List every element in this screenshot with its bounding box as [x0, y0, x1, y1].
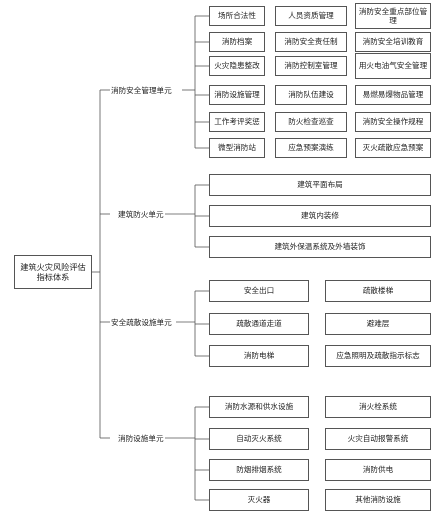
item-interior-decoration: 建筑内装修 [209, 205, 431, 227]
unit-label-facilities: 消防设施单元 [117, 433, 165, 444]
item-facility-management: 消防设施管理 [209, 85, 265, 105]
item-archives: 消防档案 [209, 32, 265, 52]
item-evacuation-stairs: 疏散楼梯 [325, 280, 431, 302]
item-fire-alarm: 火灾自动报警系统 [325, 428, 431, 450]
root-node: 建筑火灾风险评估指标体系 [14, 255, 92, 289]
unit-label-management: 消防安全管理单元 [110, 85, 173, 96]
item-exterior-insulation: 建筑外保温系统及外墙装饰 [209, 236, 431, 258]
unit-label-evacuation: 安全疏散设施单元 [110, 317, 173, 328]
item-fire-power: 消防供电 [325, 459, 431, 481]
item-inspection: 防火检查巡查 [275, 112, 347, 132]
item-training: 消防安全培训教育 [355, 32, 431, 52]
item-key-areas: 消防安全重点部位管理 [355, 3, 431, 29]
item-fire-elevator: 消防电梯 [209, 345, 309, 367]
item-personnel-qualification: 人员资质管理 [275, 6, 347, 26]
item-responsibility: 消防安全责任制 [275, 32, 347, 52]
item-extinguisher: 灭火器 [209, 489, 309, 511]
item-floor-layout: 建筑平面布局 [209, 174, 431, 196]
item-operation-procedure: 消防安全操作规程 [355, 112, 431, 132]
item-fire-electricity: 用火电油气安全管理 [355, 53, 431, 79]
item-water-supply: 消防水源和供水设施 [209, 396, 309, 418]
item-drill: 应急预案演练 [275, 138, 347, 158]
item-flammables: 易燃易爆物品管理 [355, 85, 431, 105]
item-evaluation: 工作考评奖惩 [209, 112, 265, 132]
item-auto-extinguishing: 自动灭火系统 [209, 428, 309, 450]
item-team-building: 消防队伍建设 [275, 85, 347, 105]
item-other-facilities: 其他消防设施 [325, 489, 431, 511]
item-control-room: 消防控制室管理 [275, 56, 347, 76]
unit-label-building-fire: 建筑防火单元 [117, 209, 165, 220]
item-smoke-control: 防烟排烟系统 [209, 459, 309, 481]
item-hydrant-system: 消火栓系统 [325, 396, 431, 418]
item-emergency-plan: 灭火疏散应急预案 [355, 138, 431, 158]
item-legality: 场所合法性 [209, 6, 265, 26]
item-micro-station: 微型消防站 [209, 138, 265, 158]
root-label: 建筑火灾风险评估指标体系 [20, 261, 86, 282]
item-emergency-lighting: 应急照明及疏散指示标志 [325, 345, 431, 367]
item-hazard-rectification: 火灾隐患整改 [209, 56, 265, 76]
item-safety-exit: 安全出口 [209, 280, 309, 302]
item-evacuation-corridor: 疏散通道走道 [209, 313, 309, 335]
item-refuge-floor: 避难层 [325, 313, 431, 335]
